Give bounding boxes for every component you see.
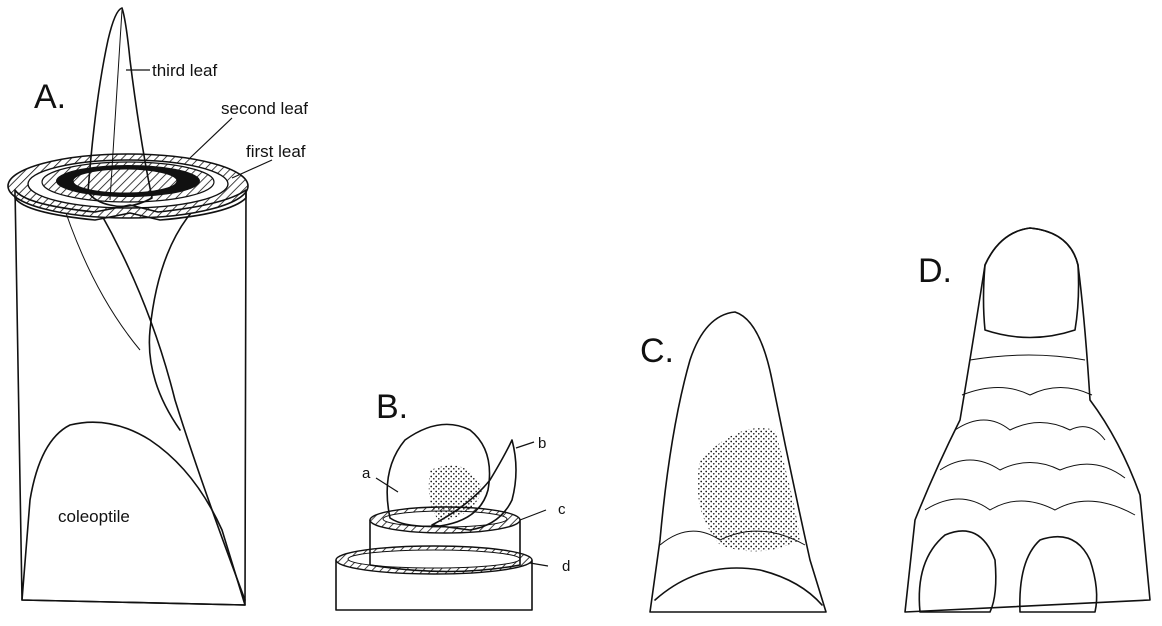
second-leaf-leader: [190, 118, 232, 158]
apical-dome-c-shade: [698, 428, 801, 551]
leaf-sheath-edge-2: [149, 190, 215, 430]
apex-dome-d: [984, 228, 1079, 338]
panel-d: D.: [905, 228, 1150, 612]
label-b: b: [538, 435, 546, 452]
lower-lobe-d-2: [919, 531, 996, 612]
panel-b-letter: B.: [376, 388, 408, 426]
panel-a-letter: A.: [34, 78, 66, 116]
first-leaf-leader: [232, 160, 272, 178]
lower-lobe-d: [1020, 537, 1097, 612]
leaf-sheath-edge-1: [100, 212, 245, 600]
coleoptile-label: coleoptile: [58, 507, 130, 526]
label-a: a: [362, 465, 371, 482]
third-leaf-label: third leaf: [152, 61, 217, 80]
base-edge-c: [655, 568, 822, 605]
first-leaf-label: first leaf: [246, 142, 306, 161]
label-c-leader: [520, 510, 546, 520]
leaf-primordia-d: [925, 355, 1135, 515]
panel-c: C.: [640, 312, 826, 612]
label-b-leader: [516, 442, 534, 448]
label-d: d: [562, 558, 570, 575]
panel-a: A. third leaf second leaf first leaf col…: [8, 8, 308, 605]
second-leaf-label: second leaf: [221, 99, 308, 118]
panel-d-letter: D.: [918, 252, 952, 290]
label-c: c: [558, 501, 566, 518]
coleoptile-shape: [22, 422, 245, 605]
panel-c-letter: C.: [640, 332, 674, 370]
panel-b: B. a b c d: [336, 388, 570, 610]
stem-cylinder: [15, 188, 246, 605]
